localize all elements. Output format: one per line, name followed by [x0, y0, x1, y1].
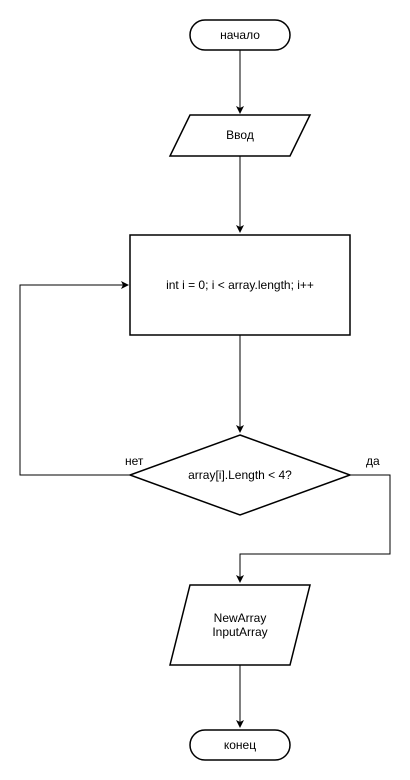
- output-label-line2: InputArray: [212, 625, 267, 639]
- decision-diamond-shape: [127, 434, 353, 516]
- edge-decision-yes-to-output: [236, 474, 391, 583]
- edge-decision-no-loopback: [19, 281, 130, 476]
- decision-label: array[i].Length < 4?: [188, 468, 292, 482]
- yes-branch-label: да: [366, 454, 380, 468]
- input-parallelogram-shape: [168, 114, 312, 157]
- start-node: начало: [189, 19, 291, 51]
- end-label: конец: [224, 738, 256, 752]
- output-node: NewArray InputArray: [169, 584, 311, 666]
- decision-node: array[i].Length < 4?: [127, 434, 353, 516]
- no-branch-label: нет: [125, 454, 144, 468]
- input-node: Ввод: [168, 114, 312, 157]
- loop-label: int i = 0; i < array.length; i++: [166, 278, 314, 292]
- start-terminator-shape: [189, 19, 291, 51]
- output-parallelogram-shape: [169, 584, 311, 666]
- start-label: начало: [220, 28, 260, 42]
- loop-process-shape: [129, 234, 351, 336]
- end-node: конец: [189, 729, 291, 761]
- output-label-line1: NewArray: [214, 611, 267, 625]
- end-terminator-shape: [189, 729, 291, 761]
- loop-node: int i = 0; i < array.length; i++: [129, 234, 351, 336]
- input-label: Ввод: [226, 128, 254, 142]
